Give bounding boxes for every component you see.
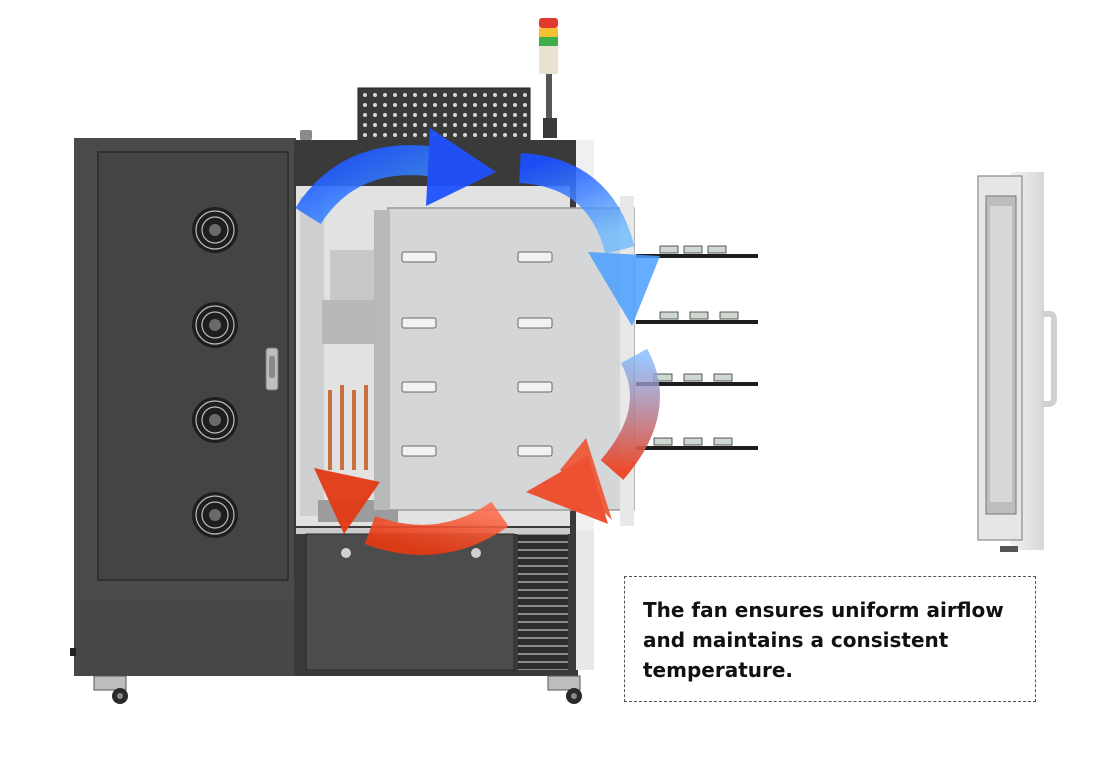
lower-compartment	[305, 533, 568, 671]
top-vent	[357, 87, 531, 143]
fan-icon	[192, 492, 238, 538]
fan-icon	[192, 207, 238, 253]
caption-text: The fan ensures uniform airflow and main…	[643, 598, 1004, 682]
sample-shelves	[636, 245, 758, 450]
signal-tower-icon	[539, 18, 558, 138]
fan-icon	[192, 302, 238, 348]
door-handle-icon	[265, 347, 279, 391]
fan-icon	[192, 397, 238, 443]
cabinet-left-panel	[70, 138, 296, 676]
airflow-arrow-icon	[295, 128, 660, 555]
caster-wheel-icon	[547, 675, 582, 704]
removed-door	[977, 172, 1057, 552]
caster-wheel-icon	[93, 675, 128, 704]
caption-box: The fan ensures uniform airflow and main…	[624, 576, 1036, 702]
